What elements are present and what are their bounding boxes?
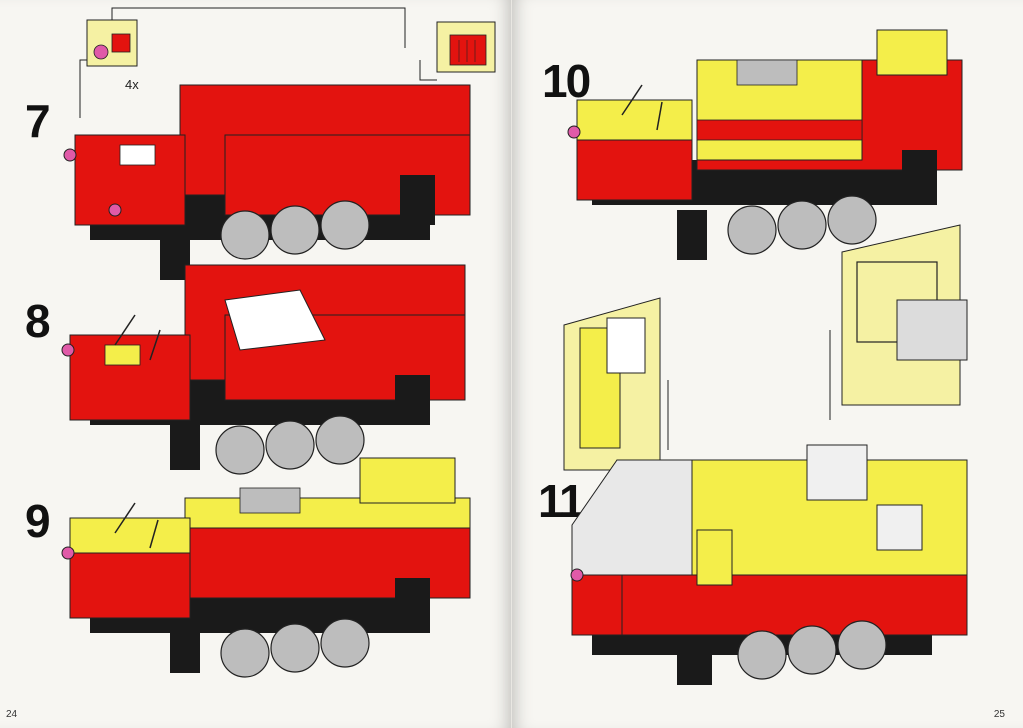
step-number-9: 9 bbox=[25, 498, 49, 544]
step-8-model bbox=[60, 250, 480, 480]
step-9-model bbox=[60, 448, 480, 678]
step-11-model bbox=[567, 425, 987, 705]
left-page: 4x 7 8 bbox=[0, 0, 511, 728]
page-number-left: 24 bbox=[6, 709, 17, 720]
step-number-7: 7 bbox=[25, 98, 49, 144]
step-number-8: 8 bbox=[25, 298, 49, 344]
page-number-right: 25 bbox=[994, 709, 1005, 720]
right-page: 10 bbox=[512, 0, 1023, 728]
